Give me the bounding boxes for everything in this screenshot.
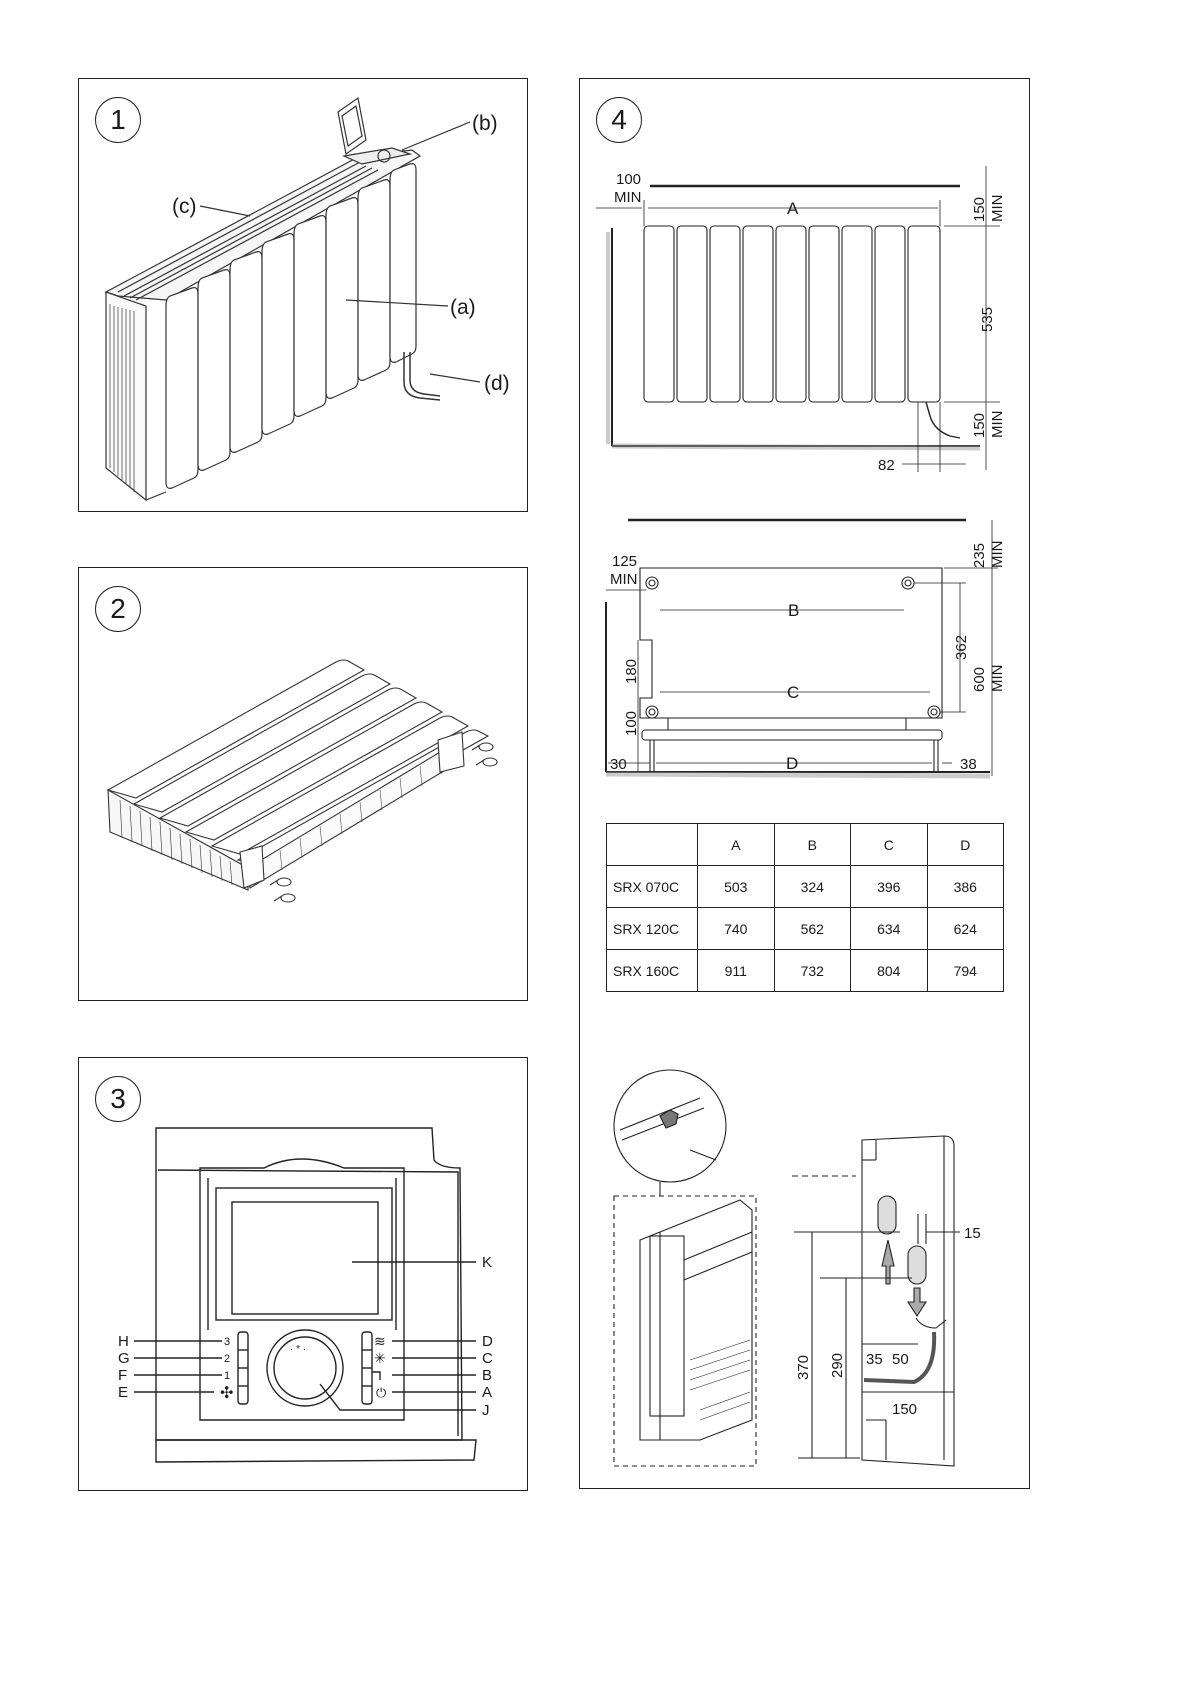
- table-row: SRX 070C 503 324 396 386: [607, 866, 1004, 908]
- table-cell: 562: [774, 908, 851, 950]
- table-header-cell: [607, 824, 698, 866]
- table-cell-model: SRX 070C: [607, 866, 698, 908]
- table-cell: 624: [927, 908, 1004, 950]
- table-cell: 634: [851, 908, 928, 950]
- table-row: SRX 160C 911 732 804 794: [607, 950, 1004, 992]
- panel-2-number: 2: [95, 586, 141, 632]
- table-cell: 386: [927, 866, 1004, 908]
- table-header-cell: B: [774, 824, 851, 866]
- panel-3: 3: [78, 1057, 528, 1491]
- table-cell: 732: [774, 950, 851, 992]
- table-row: SRX 120C 740 562 634 624: [607, 908, 1004, 950]
- table-cell: 396: [851, 866, 928, 908]
- table-cell: 324: [774, 866, 851, 908]
- dimension-table: A B C D SRX 070C 503 324 396 386 SRX 120…: [606, 823, 1004, 992]
- table-cell-model: SRX 160C: [607, 950, 698, 992]
- table-cell: 740: [698, 908, 775, 950]
- table-cell: 503: [698, 866, 775, 908]
- table-header-cell: D: [927, 824, 1004, 866]
- table-header-row: A B C D: [607, 824, 1004, 866]
- table-header-cell: A: [698, 824, 775, 866]
- table-header-cell: C: [851, 824, 928, 866]
- table-cell: 911: [698, 950, 775, 992]
- table-cell: 804: [851, 950, 928, 992]
- table-cell: 794: [927, 950, 1004, 992]
- panel-2: 2: [78, 567, 528, 1001]
- panel-1: 1: [78, 78, 528, 512]
- panel-3-number: 3: [95, 1076, 141, 1122]
- panel-4: 4: [579, 78, 1030, 1489]
- table-cell-model: SRX 120C: [607, 908, 698, 950]
- panel-1-number: 1: [95, 97, 141, 143]
- panel-4-number: 4: [596, 97, 642, 143]
